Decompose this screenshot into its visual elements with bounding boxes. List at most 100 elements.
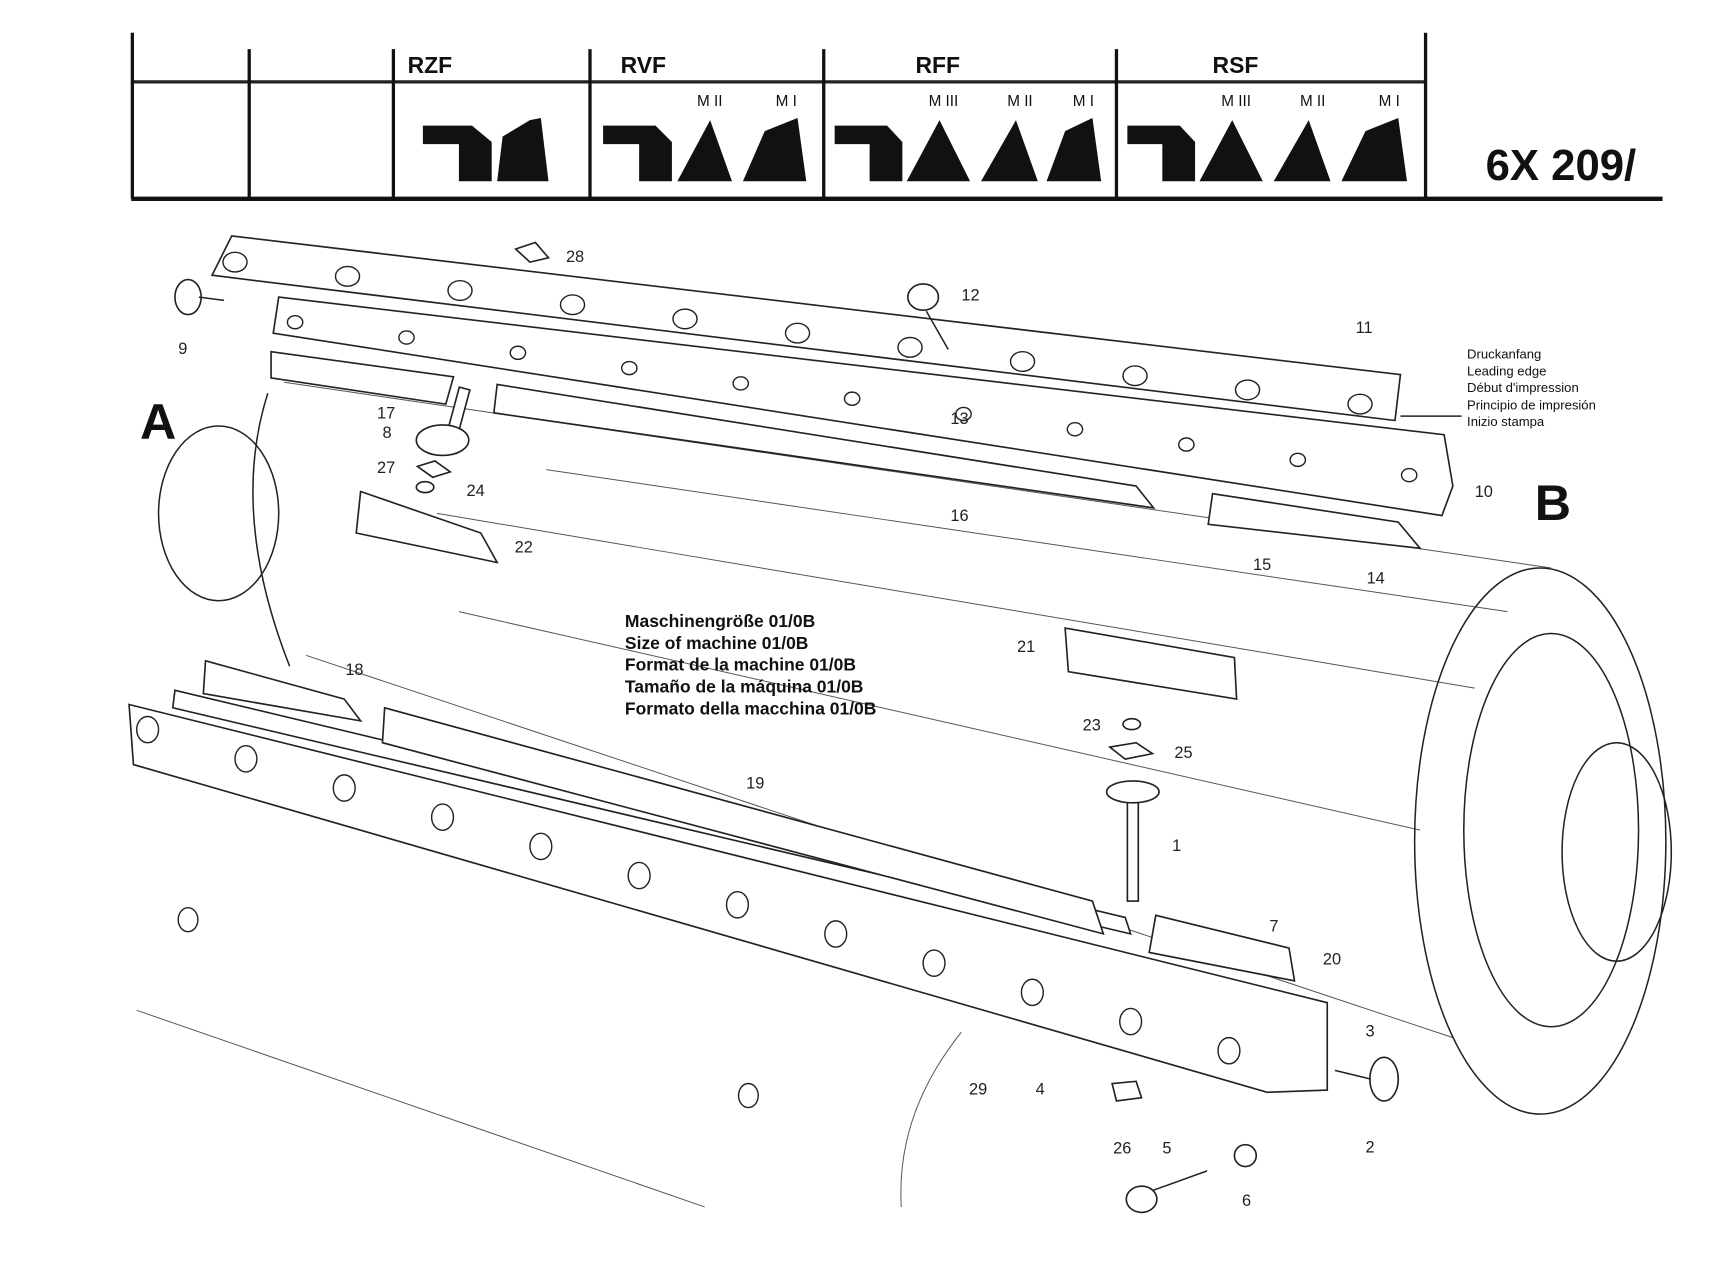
- module-label: M I: [1379, 93, 1400, 110]
- part-number-label: 4: [1036, 1080, 1045, 1098]
- part-number-label: 5: [1162, 1139, 1171, 1157]
- part-number-label: 27: [377, 459, 395, 477]
- part-number-label: 22: [515, 539, 533, 557]
- module-label: M I: [1073, 93, 1094, 110]
- note-line: Formato della macchina 01/0B: [625, 698, 876, 718]
- note-line: Inizio stampa: [1467, 414, 1545, 429]
- bolt-hole: [1217, 1036, 1241, 1065]
- note-line: Début d'impression: [1467, 380, 1579, 395]
- bolt-hole: [559, 294, 586, 316]
- part-number-label: 13: [950, 410, 968, 428]
- bolt-hole: [1289, 452, 1307, 468]
- column-label-rsf: RSF: [1213, 52, 1259, 78]
- bolt-hole: [1020, 978, 1044, 1007]
- column-label-rff: RFF: [915, 52, 960, 78]
- part-number-label: 28: [566, 248, 584, 266]
- bolt-holes: [136, 251, 1418, 1065]
- module-label: M II: [1007, 93, 1032, 110]
- part-number-label: 24: [467, 482, 485, 500]
- bolt-hole: [1066, 421, 1084, 437]
- bolt-hole: [620, 360, 638, 376]
- part-number-label: 14: [1367, 569, 1385, 587]
- profile-rff: [834, 125, 903, 182]
- bolt-hole: [672, 308, 698, 330]
- bolt-hole: [725, 890, 750, 919]
- part-number-label: 10: [1475, 483, 1493, 501]
- note-line: Tamaño de la máquina 01/0B: [625, 676, 864, 696]
- part-number-label: 26: [1113, 1139, 1131, 1157]
- bolt-hole: [398, 330, 415, 345]
- document-code: 6X 209/: [1486, 141, 1637, 190]
- module-label: M II: [697, 93, 722, 110]
- note-line: Leading edge: [1467, 364, 1546, 379]
- bolt-hole: [955, 406, 972, 422]
- part-number-label: 18: [345, 661, 363, 679]
- part-number-label: 8: [382, 424, 391, 442]
- part-number-label: 16: [950, 507, 968, 525]
- part-number-label: 9: [178, 340, 187, 358]
- part-number-label: 17: [377, 404, 395, 422]
- bolt-hole: [843, 391, 861, 406]
- leading-edge-note: Druckanfang Leading edge Début d'impress…: [1400, 346, 1596, 429]
- part-number-label: 12: [961, 286, 979, 304]
- profile-rff-2: [906, 117, 1102, 182]
- bolt-hole: [136, 715, 160, 744]
- bolt-hole: [922, 949, 946, 977]
- note-line: Maschinengröße 01/0B: [625, 611, 815, 631]
- bolt-hole: [1122, 365, 1148, 387]
- bolt-hole: [627, 861, 651, 890]
- bolt-hole: [824, 920, 848, 948]
- bolt-hole: [447, 279, 473, 302]
- part-number-label: 3: [1365, 1023, 1374, 1041]
- bolt-hole: [1009, 350, 1036, 373]
- bolt-hole: [334, 265, 361, 287]
- note-line: Principio de impresión: [1467, 398, 1596, 413]
- bolt-hole: [1347, 393, 1373, 415]
- part-number-label: 23: [1083, 717, 1101, 735]
- note-line: Size of machine 01/0B: [625, 633, 809, 653]
- part-number-label: 15: [1253, 556, 1271, 574]
- module-label: M I: [776, 93, 797, 110]
- machine-size-note: Maschinengröße 01/0B Size of machine 01/…: [625, 611, 876, 718]
- bolt-hole: [332, 774, 356, 802]
- part-number-label: 19: [746, 775, 764, 793]
- small-parts: [174, 241, 1400, 1214]
- side-label-b: B: [1535, 475, 1571, 531]
- part-number-label: 7: [1269, 918, 1278, 936]
- bolt-hole: [430, 803, 455, 832]
- bolt-hole: [784, 322, 811, 344]
- module-label: M III: [929, 93, 959, 110]
- part-number-label: 6: [1242, 1192, 1251, 1210]
- bolt-hole: [1119, 1007, 1143, 1036]
- bolt-hole: [1400, 467, 1418, 483]
- top-clamp-bar-11: [210, 235, 1454, 701]
- bolt-hole: [529, 832, 553, 861]
- profile-rzf-2: [497, 117, 549, 182]
- part-number-label: 1: [1172, 837, 1181, 855]
- note-line: Druckanfang: [1467, 346, 1541, 361]
- bolt-hole: [897, 336, 923, 358]
- bolt-hole: [1178, 437, 1195, 452]
- profile-header-table: RZF RVF RFF RSF M II M I M III M II M I …: [130, 32, 1663, 201]
- part-number-label: 20: [1323, 950, 1341, 968]
- column-label-rzf: RZF: [408, 52, 453, 78]
- profile-rvf: [603, 125, 672, 182]
- part-number-label: 25: [1174, 744, 1192, 762]
- bottom-clamp-bar-4: [128, 659, 1329, 1094]
- profile-rzf: [422, 125, 492, 182]
- side-label-a: A: [140, 394, 176, 450]
- profile-rsf-2: [1199, 117, 1407, 182]
- part-number-label: 21: [1017, 638, 1035, 656]
- part-number-label: 11: [1356, 319, 1373, 337]
- bolt-hole: [234, 744, 258, 773]
- module-label: M III: [1221, 93, 1251, 110]
- profile-rvf-2: [677, 117, 807, 182]
- bolt-hole: [509, 345, 527, 361]
- bolt-hole: [286, 314, 304, 330]
- column-label-rvf: RVF: [621, 52, 666, 78]
- profile-rsf: [1127, 125, 1196, 182]
- bolt-hole: [222, 251, 248, 273]
- part-number-label: 29: [969, 1080, 987, 1098]
- bolt-hole: [732, 376, 750, 391]
